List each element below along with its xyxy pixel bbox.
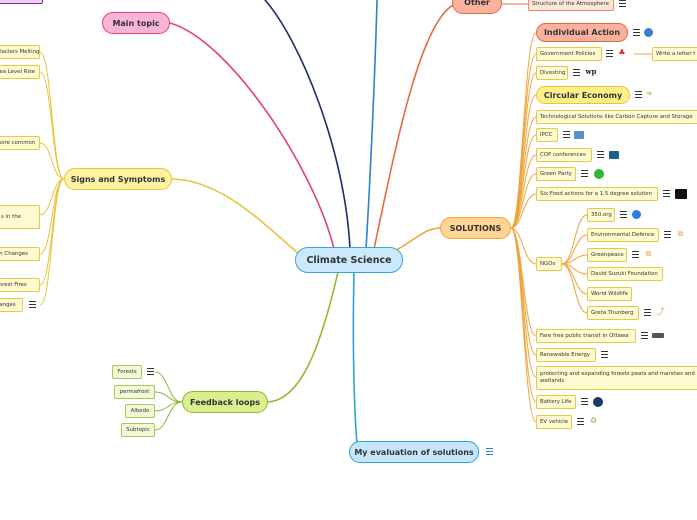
branch-blue-top: [365, 0, 378, 250]
government-policies[interactable]: Government Policies: [536, 47, 602, 61]
sign-sea-level[interactable]: Sea Level Rise: [0, 65, 40, 79]
feedback-subtopic[interactable]: Subtopic: [121, 423, 155, 437]
sign-more-common[interactable]: more common: [0, 136, 40, 150]
feedback-permafrost[interactable]: permafrost: [114, 385, 155, 399]
note-icon[interactable]: [640, 331, 649, 340]
link-icon[interactable]: ⧉: [677, 229, 684, 238]
note-icon[interactable]: [600, 350, 609, 359]
sign-forest-fires[interactable]: Forest Fires: [0, 278, 40, 292]
note-icon[interactable]: [28, 300, 37, 309]
sign-glaciers[interactable]: Glaciers Melting: [0, 45, 40, 59]
branch-signs: [171, 178, 301, 256]
divesting[interactable]: Divesting: [536, 66, 568, 80]
main-topic[interactable]: Main topic: [102, 12, 170, 34]
cop-conferences[interactable]: COP conferences: [536, 148, 592, 162]
technological-solutions[interactable]: Technological Solutions like Carbon Capt…: [536, 110, 697, 124]
branch-main-topic: [169, 22, 335, 250]
ev-logo-icon: ♻: [589, 416, 598, 425]
six-food-actions[interactable]: Six Food actions for a 1.5 degree soluti…: [536, 187, 658, 201]
note-icon[interactable]: [146, 367, 155, 376]
ngo-world-wildlife[interactable]: World Wildlife: [587, 287, 632, 301]
branch-dark-top: [264, 0, 351, 250]
ngos[interactable]: NGOs: [536, 257, 562, 271]
sign-hanges[interactable]: hanges: [0, 298, 23, 312]
signs-and-symptoms[interactable]: Signs and Symptoms: [64, 168, 172, 190]
ipcc[interactable]: IPCC: [536, 128, 558, 142]
350-logo-icon: [632, 210, 641, 219]
note-icon[interactable]: [643, 308, 652, 317]
protecting-forests[interactable]: protecting and expanding forests peats a…: [536, 366, 697, 390]
ngo-david-suzuki[interactable]: David Suzuki Foundation: [587, 267, 663, 281]
branch-solutions: [397, 227, 441, 250]
write-a-letter[interactable]: Write a letter t: [652, 47, 697, 61]
green-party[interactable]: Green Party: [536, 167, 576, 181]
note-icon[interactable]: [605, 49, 614, 58]
ipcc-logo-icon: [574, 131, 584, 139]
maple-leaf-icon: ♣: [618, 48, 626, 57]
renewable-energy[interactable]: Renewable Energy: [536, 348, 596, 362]
ngo-environmental-defence[interactable]: Environmental Defence: [587, 228, 659, 242]
sign-partial-in-the[interactable]: s in the: [0, 205, 40, 229]
leaf-icon: ❧: [646, 89, 653, 98]
branch-feedback: [267, 271, 339, 403]
note-icon[interactable]: [632, 28, 641, 37]
battery-life[interactable]: Battery Life: [536, 395, 576, 409]
circular-economy[interactable]: Circular Economy: [536, 86, 630, 104]
media-logo-icon: [675, 189, 687, 199]
feedback-forests[interactable]: Forests: [112, 365, 142, 379]
solutions[interactable]: SOLUTIONS: [440, 217, 511, 239]
ev-vehicle[interactable]: EV vehicle: [536, 415, 572, 429]
note-icon[interactable]: [619, 210, 628, 219]
other-topic[interactable]: Other: [452, 0, 502, 14]
note-icon[interactable]: [663, 230, 672, 239]
partial-node[interactable]: [0, 0, 43, 4]
note-icon[interactable]: [634, 90, 643, 99]
note-icon[interactable]: [631, 250, 640, 259]
ngo-greenpeace[interactable]: Greenpeace: [587, 248, 627, 262]
note-icon[interactable]: [485, 447, 494, 456]
sign-changes[interactable]: an Changes: [0, 247, 40, 261]
wp-logo-icon: wp: [585, 67, 597, 76]
other-structure-atmosphere[interactable]: Structure of the Atmosphere: [528, 0, 614, 11]
note-icon[interactable]: [618, 0, 627, 8]
note-icon[interactable]: [580, 397, 589, 406]
fare-free-transit[interactable]: Fare free public transit in Ottawa: [536, 329, 636, 343]
note-icon[interactable]: [572, 68, 581, 77]
branch-other: [373, 3, 456, 250]
link-icon[interactable]: ⧉: [645, 249, 652, 258]
cop-logo-icon: [609, 151, 619, 159]
green-party-logo-icon: [594, 169, 604, 179]
ngo-greta-thunberg[interactable]: Greta Thunberg: [587, 306, 639, 320]
note-icon[interactable]: [562, 130, 571, 139]
feedback-albedo[interactable]: Albedo: [125, 404, 155, 418]
note-icon[interactable]: [662, 189, 671, 198]
branch-evaluation: [352, 271, 359, 453]
link-icon[interactable]: ⤴: [656, 307, 665, 316]
note-icon[interactable]: [580, 169, 589, 178]
ngo-350-org[interactable]: 350.org: [587, 208, 615, 222]
note-icon[interactable]: [596, 150, 605, 159]
individual-action[interactable]: Individual Action: [536, 23, 628, 42]
battery-logo-icon: [593, 397, 603, 407]
bus-icon: [652, 333, 664, 338]
globe-icon: [644, 28, 653, 37]
my-evaluation-of-solutions[interactable]: My evaluation of solutions: [349, 441, 479, 463]
central-topic[interactable]: Climate Science: [295, 247, 403, 273]
feedback-loops[interactable]: Feedback loops: [182, 391, 268, 413]
note-icon[interactable]: [576, 417, 585, 426]
